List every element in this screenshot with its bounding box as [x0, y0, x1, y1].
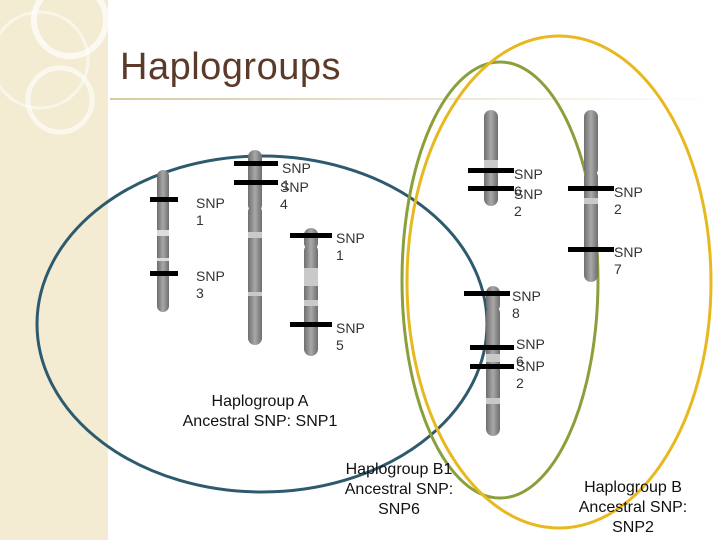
chromosome-4 — [484, 110, 498, 206]
snp-label: SNP 1 — [336, 230, 365, 263]
snp-label: SNP 6 — [514, 166, 543, 199]
chromosome-2 — [248, 150, 262, 345]
snp-marker — [470, 345, 514, 350]
snp-marker — [568, 186, 614, 191]
snp-marker — [150, 271, 178, 276]
chromosome-6 — [486, 286, 500, 436]
snp-marker — [290, 322, 332, 327]
snp-marker — [568, 247, 614, 252]
snp-label: SNP 2 — [614, 184, 643, 217]
haplogroup-b1-caption: Haplogroup B1 Ancestral SNP: SNP6 — [344, 461, 454, 518]
snp-label: SNP 2 — [516, 358, 545, 391]
snp-marker — [464, 291, 510, 296]
page-title: Haplogroups — [120, 46, 341, 88]
chromosome-3 — [304, 228, 318, 356]
haplogroup-b-ellipse — [405, 34, 713, 530]
snp-marker — [468, 168, 514, 173]
title-divider — [110, 98, 720, 100]
snp-marker — [234, 180, 278, 185]
snp-label: SNP 6 — [516, 336, 545, 369]
snp-marker — [470, 364, 514, 369]
chromosome-1 — [157, 170, 169, 312]
haplogroup-b1-ellipse — [400, 60, 600, 500]
snp-marker — [150, 197, 178, 202]
snp-label: SNP 3 — [196, 268, 225, 301]
snp-marker — [290, 233, 332, 238]
snp-label: SNP 5 — [336, 320, 365, 353]
snp-label: SNP 4 — [280, 179, 309, 212]
snp-label: SNP 7 — [614, 244, 643, 277]
snp-label: SNP 8 — [512, 288, 541, 321]
chromosome-5 — [584, 110, 598, 282]
decorative-side-stripe — [0, 0, 108, 540]
snp-label: SNP 1 — [282, 160, 311, 193]
haplogroup-b-caption: Haplogroup B Ancestral SNP: SNP2 — [578, 479, 688, 536]
snp-label: SNP 2 — [514, 186, 543, 219]
haplogroup-a-caption: Haplogroup A Ancestral SNP: SNP1 — [182, 393, 338, 430]
snp-marker — [468, 186, 514, 191]
decorative-swirl — [0, 0, 108, 135]
snp-marker — [234, 161, 278, 166]
snp-label: SNP 1 — [196, 195, 225, 228]
